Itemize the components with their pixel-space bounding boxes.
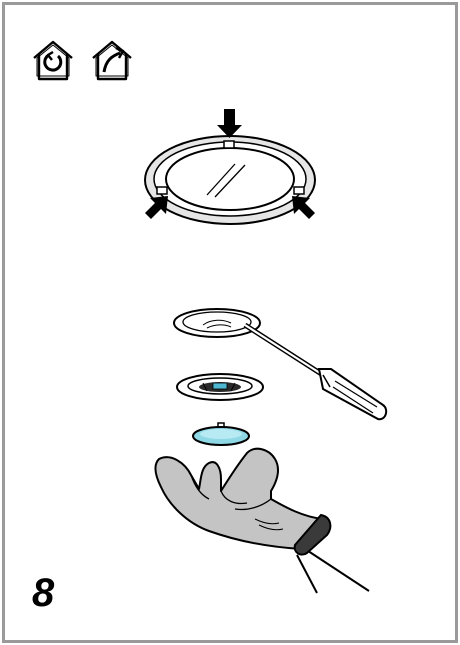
- lamp-clips-illustration: [135, 107, 325, 225]
- screwdriver-icon: [245, 325, 386, 419]
- recirculation-house-icon: [31, 38, 75, 82]
- gloved-hand-illustration: [151, 445, 373, 605]
- arrow-down-icon: [217, 109, 242, 138]
- lamp-disassembly-illustration: [173, 303, 391, 448]
- arrow-up-left-icon: [292, 196, 315, 219]
- step-number: 8: [32, 573, 54, 613]
- arrow-up-right-icon: [145, 196, 168, 219]
- extraction-house-icon: [90, 38, 134, 82]
- bulb-icon: [193, 423, 249, 445]
